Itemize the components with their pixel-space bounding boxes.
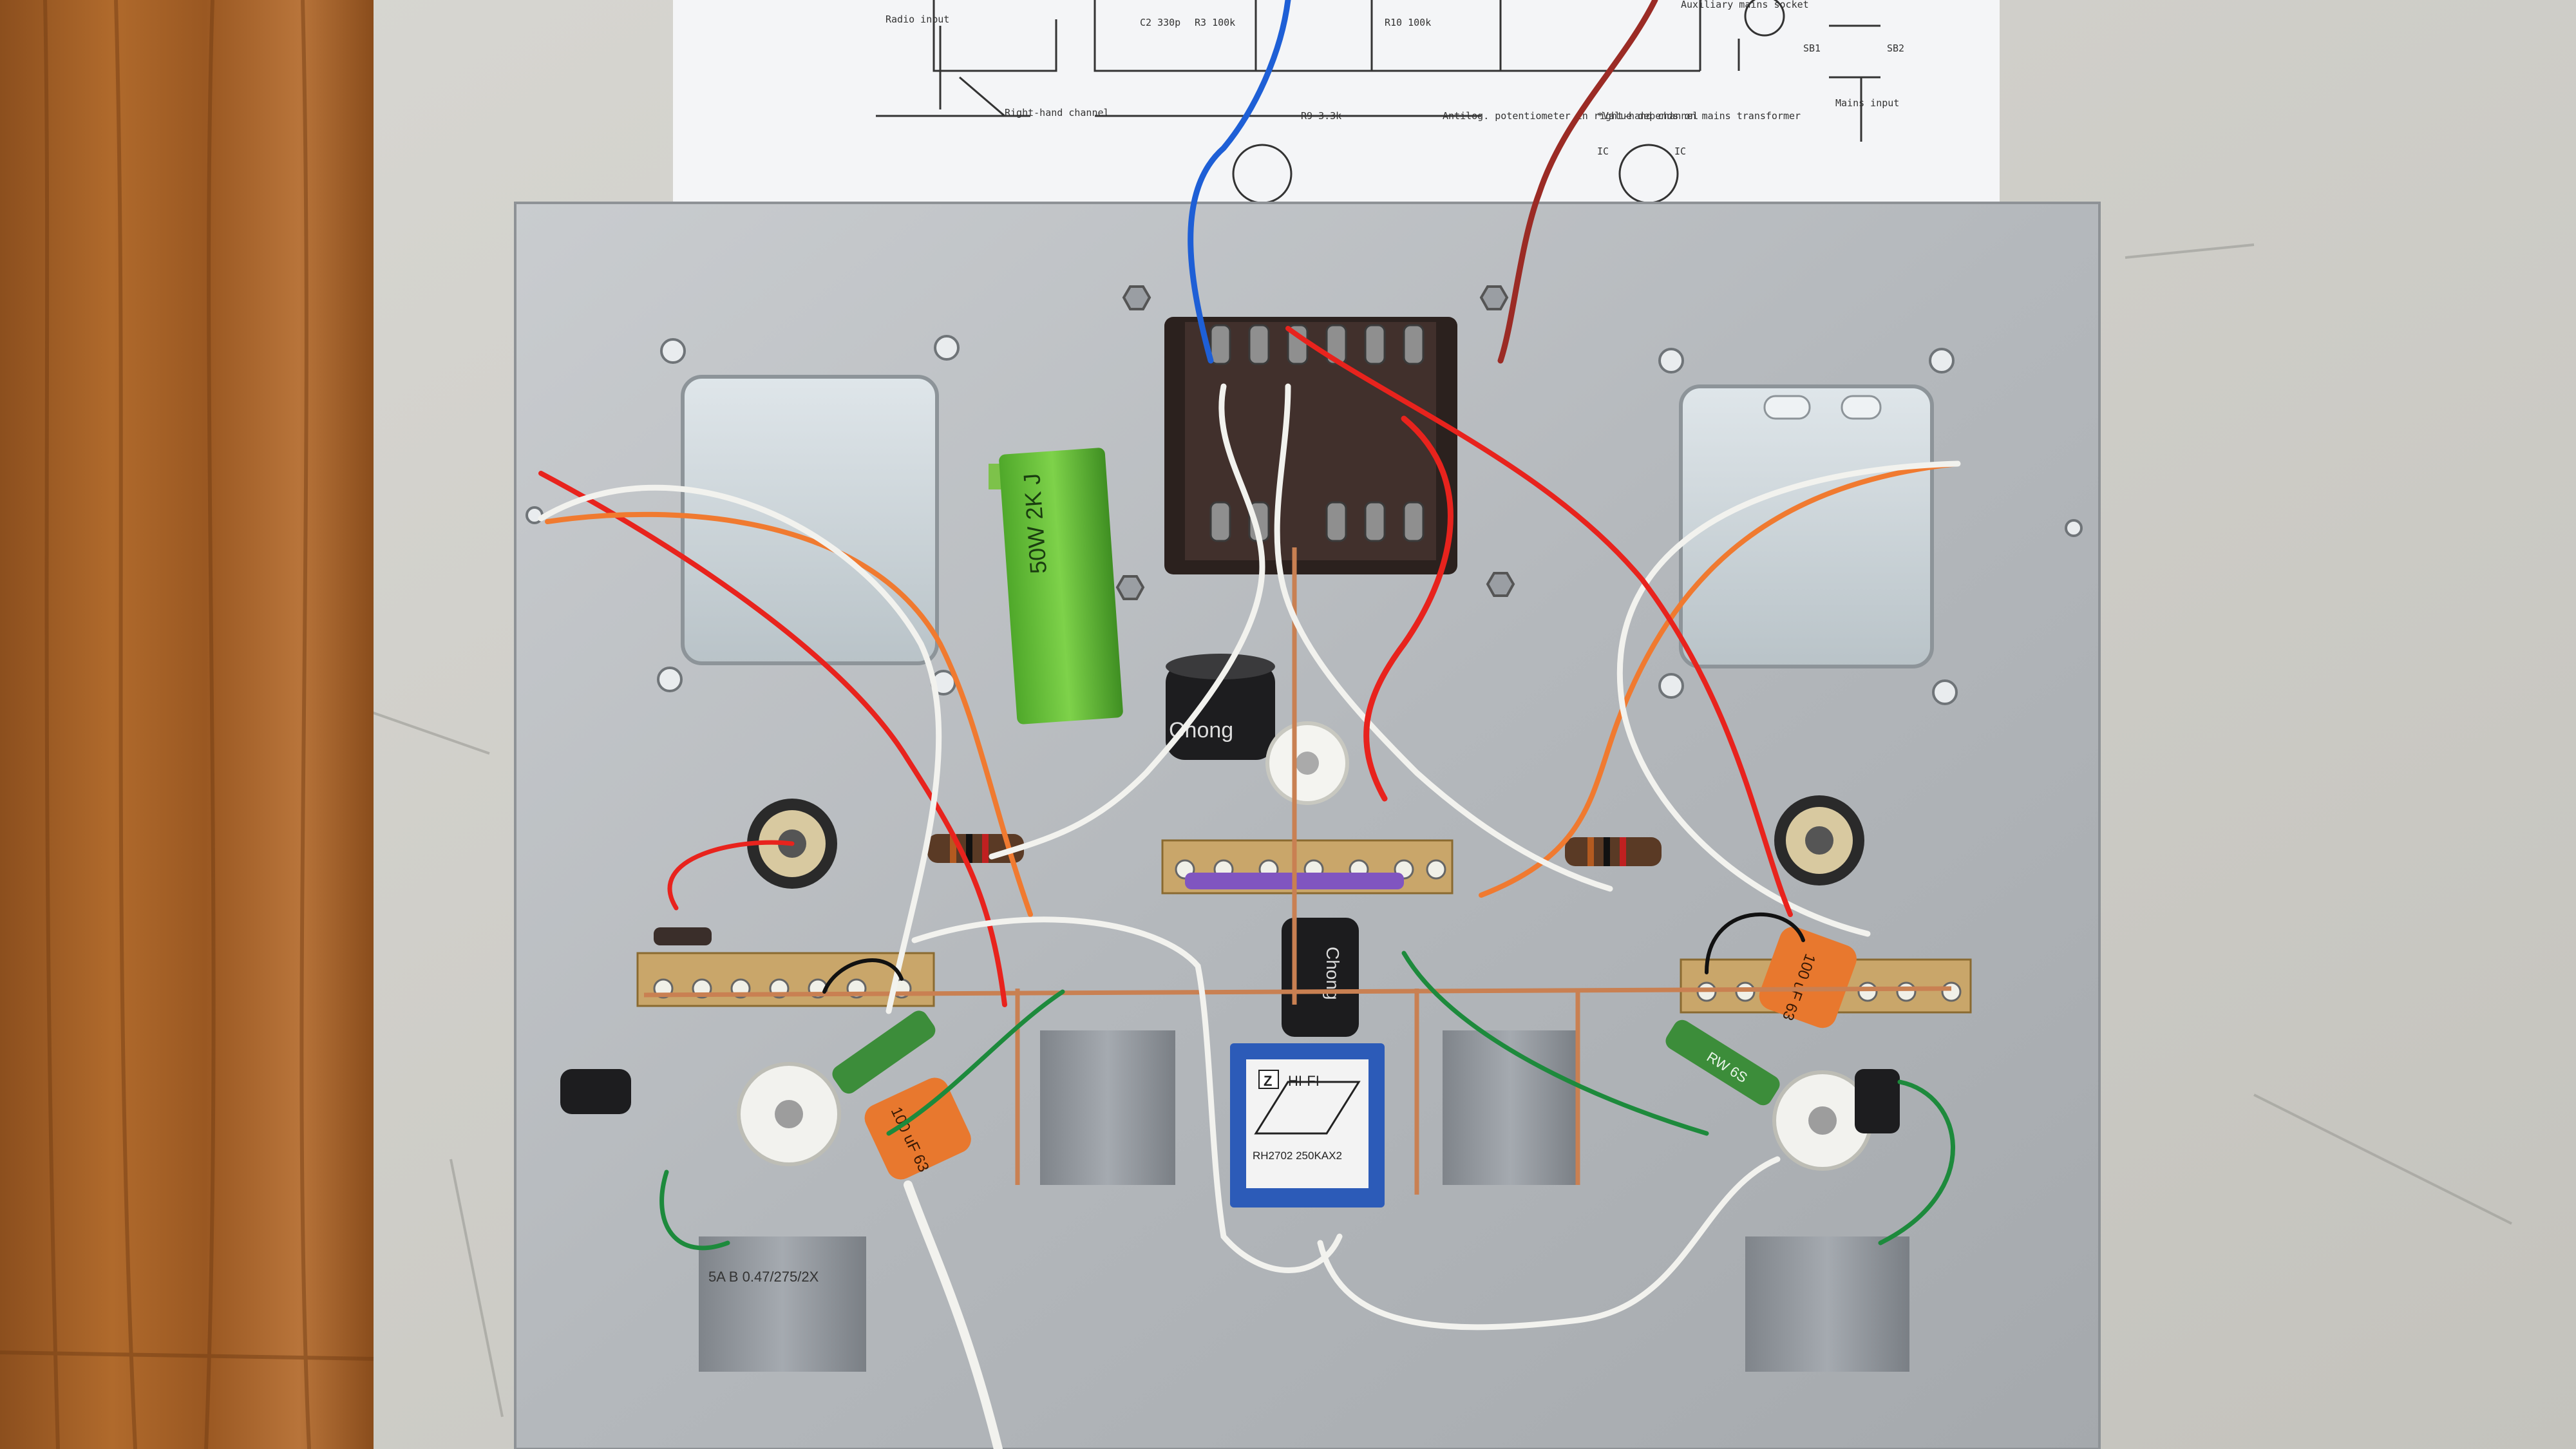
film-cap-bottom-left xyxy=(699,1236,866,1372)
schematic-label-sb1: SB1 xyxy=(1803,43,1821,54)
schematic-label-c2: C2 330p xyxy=(1140,17,1180,28)
orange-cap-right: 100 uF 63 xyxy=(1759,927,1857,1028)
volume-potentiometer: Z HI-FI RH2702 250KAX2 xyxy=(1230,1043,1385,1208)
film-cap-right-center xyxy=(1443,1030,1578,1185)
schematic-label-value-note: *Value depends on mains transformer xyxy=(1597,110,1801,122)
center-valve-socket xyxy=(1265,721,1349,805)
pot-brand: HI-FI xyxy=(1288,1073,1320,1089)
small-axial-component xyxy=(654,927,712,945)
transformer-cutout-right xyxy=(1679,384,1934,668)
schematic-label-radio-input: Radio input xyxy=(886,14,949,25)
power-resistor-50w: 50W 2K J xyxy=(989,448,1123,724)
input-jack-right xyxy=(1774,795,1864,886)
wiring xyxy=(538,0,1961,1449)
schematic-label-r3: R3 100k xyxy=(1195,17,1235,28)
schematic-label-ic-left: IC xyxy=(1597,146,1609,157)
electrolytic-cap-main: Chong xyxy=(1166,654,1275,760)
schematic-paper xyxy=(673,0,2000,213)
mounting-nuts xyxy=(1115,285,1515,600)
pot-logo: Z xyxy=(1264,1073,1272,1089)
wood-plank xyxy=(0,0,374,1449)
orange-cap-left: 100 uF 63 xyxy=(864,1077,971,1180)
schematic-label-right-channel: Right-hand channel xyxy=(1005,107,1110,118)
small-cap-right xyxy=(1855,1069,1900,1133)
film-capacitors: 5A B 0.47/275/2X xyxy=(699,1030,1909,1372)
film-cap-marking: 5A B 0.47/275/2X xyxy=(708,1269,819,1285)
schematic-label-r10: R10 100k xyxy=(1385,17,1431,28)
valve-socket-left xyxy=(737,1062,841,1166)
film-cap-bottom-right xyxy=(1745,1236,1909,1372)
pot-model: RH2702 250KAX2 xyxy=(1253,1150,1342,1162)
valve-socket-right xyxy=(1772,1070,1873,1171)
schematic-label-sb2: SB2 xyxy=(1887,43,1904,54)
small-cap-left xyxy=(560,1069,631,1114)
transformer-cutout-left xyxy=(681,375,939,665)
wirewound-resistor-left xyxy=(832,1010,936,1094)
schematic-label-ic-right: IC xyxy=(1674,146,1686,157)
schematic-label-mains-input: Mains input xyxy=(1835,97,1899,109)
schematic-drawing xyxy=(876,0,1880,204)
rotary-selector-switch xyxy=(1164,317,1457,574)
schematic-label-antilog: Antilog. potentiometer in right-hand cha… xyxy=(1443,110,1698,122)
schematic-label-r9: R9 3.3k xyxy=(1301,110,1341,122)
schematic-label-aux-socket: Auxiliary mains socket xyxy=(1681,0,1809,10)
film-cap-left-center xyxy=(1040,1030,1175,1185)
